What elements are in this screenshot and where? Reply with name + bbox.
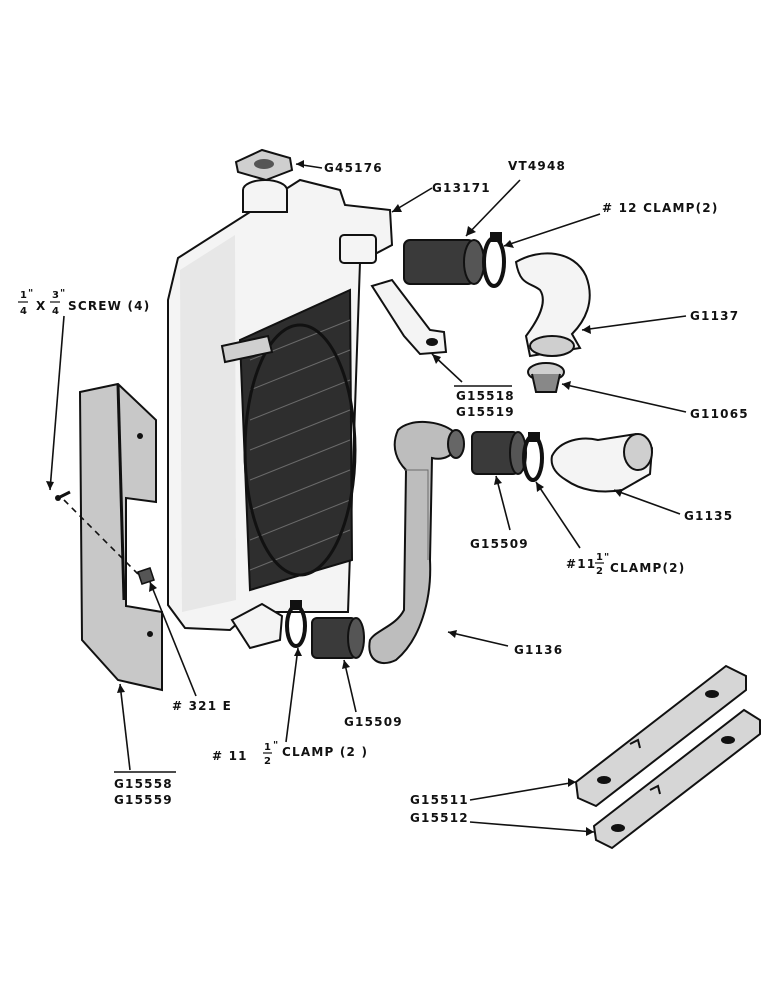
fraction-right-den: 2 [596, 566, 603, 577]
radiator-assembly [167, 178, 394, 650]
label-lower-hose: G15509 [344, 715, 403, 729]
fraction-left-den: 2 [264, 756, 271, 767]
side-shroud [78, 382, 163, 692]
label-drain: # 321 E [172, 699, 232, 713]
label-clamp-11-left-prefix: # 11 [212, 749, 248, 763]
upper-water-elbow [514, 252, 591, 358]
label-cap: G45176 [324, 161, 383, 175]
fraction-left-num: 1 [264, 742, 271, 753]
label-shroud-b: G15559 [114, 793, 173, 807]
inch-mark-screw-1: " [28, 288, 33, 299]
radiator-cap [234, 148, 294, 182]
label-upper-hose: VT4948 [508, 159, 566, 173]
label-screw-x: X [36, 299, 46, 313]
fraction-screw-three-den: 4 [52, 306, 59, 317]
label-strap-a: G15511 [410, 793, 469, 807]
label-shroud-a: G15558 [114, 777, 173, 791]
inch-mark-left: " [273, 740, 278, 751]
label-lower-elbow: G1135 [684, 509, 733, 523]
leader-lines [46, 160, 687, 836]
mounting-strap-upper [574, 664, 747, 808]
part-labels: G45176 G13171 VT4948 # 12 CLAMP(2) G1137… [18, 159, 749, 825]
label-filler-neck: G13171 [432, 181, 491, 195]
clamp-12 [482, 232, 506, 288]
lower-water-tube [368, 420, 465, 665]
radiator-core [238, 288, 354, 592]
fraction-screw-quarter-den: 4 [20, 306, 27, 317]
clamp-11-half-left [285, 600, 307, 648]
label-clamp-11-left-suffix: CLAMP (2 ) [282, 745, 368, 759]
label-lower-tube: G1136 [514, 643, 563, 657]
lower-water-elbow [550, 432, 654, 493]
label-thermostat: G11065 [690, 407, 749, 421]
inch-mark-right: " [604, 552, 609, 563]
upper-hose [403, 239, 485, 285]
fan-shroud-ring [243, 323, 357, 577]
inch-mark-screw-2: " [60, 288, 65, 299]
fraction-screw-three-num: 3 [52, 290, 59, 301]
label-clamp-11-right-suffix: CLAMP(2) [610, 561, 685, 575]
label-screw: SCREW (4) [68, 299, 150, 313]
label-bracket-a: G15518 [456, 389, 515, 403]
label-upper-elbow: G1137 [690, 309, 739, 323]
label-bracket-b: G15519 [456, 405, 515, 419]
middle-hose [471, 431, 527, 475]
fraction-screw-quarter-num: 1 [20, 290, 27, 301]
label-clamp-11-right-prefix: #11 [566, 557, 596, 571]
thermostat [527, 362, 565, 393]
clamp-11-half-right [522, 432, 544, 482]
fraction-right-num: 1 [596, 552, 603, 563]
radiator-bracket [370, 278, 448, 356]
mounting-strap-lower [592, 708, 761, 850]
label-strap-b: G15512 [410, 811, 469, 825]
drain-cock [137, 567, 155, 585]
label-middle-hose: G15509 [470, 537, 529, 551]
label-clamp-12: # 12 CLAMP(2) [602, 201, 719, 215]
screw [55, 490, 71, 501]
lower-hose [311, 617, 365, 659]
